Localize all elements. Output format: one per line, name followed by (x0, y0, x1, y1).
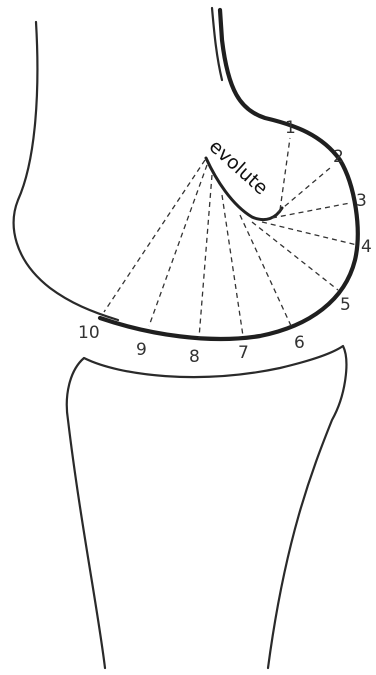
tibia-outline (67, 346, 347, 668)
ray-number-8: 8 (189, 347, 200, 367)
ray-number-9: 9 (136, 340, 147, 360)
ray-number-2: 2 (333, 147, 344, 167)
ray-number-5: 5 (340, 295, 351, 315)
ray-2 (278, 168, 330, 212)
ray-1 (280, 138, 290, 210)
ray-9 (149, 165, 207, 326)
ray-6 (240, 215, 292, 328)
ray-3 (272, 203, 350, 218)
ray-number-10: 10 (78, 323, 100, 343)
ray-10 (104, 160, 205, 312)
evolute-label: evolute (205, 135, 273, 199)
ray-8 (199, 175, 212, 338)
ray-number-1: 1 (285, 118, 296, 138)
condyle-articular-surface (100, 10, 358, 339)
ray-number-6: 6 (294, 333, 305, 353)
ray-number-4: 4 (361, 237, 372, 257)
ray-number-3: 3 (356, 191, 367, 211)
ray-number-7: 7 (238, 343, 249, 363)
femur-outline (14, 22, 118, 320)
ray-5 (252, 222, 338, 290)
